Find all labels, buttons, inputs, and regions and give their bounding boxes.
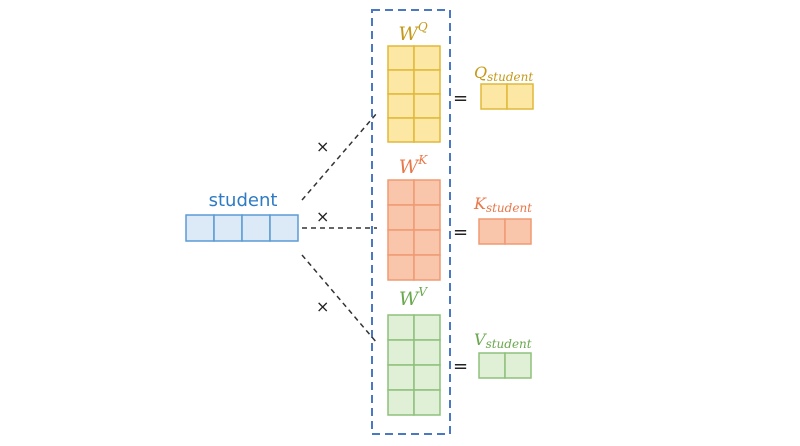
weight-matrix-k [387, 179, 441, 281]
equals-sign-k: = [453, 222, 468, 243]
equals-sign-q: = [453, 88, 468, 109]
weights-container-box [371, 9, 451, 435]
connector-q [301, 112, 378, 201]
output-vector-v [478, 352, 532, 379]
multiply-sign-q: × [316, 137, 329, 156]
multiply-sign-k: × [316, 207, 329, 226]
connector-v [301, 254, 378, 344]
equals-sign-v: = [453, 356, 468, 377]
weight-matrix-v [387, 314, 441, 416]
weight-matrix-q [387, 45, 441, 143]
output-label-k: Kstudent [473, 194, 532, 215]
input-cell [241, 214, 271, 242]
output-label-v: Vstudent [474, 330, 532, 351]
weight-label-v: WV [399, 285, 429, 310]
multiply-sign-v: × [316, 297, 329, 316]
output-vector-q [480, 83, 534, 110]
output-label-q: Qstudent [474, 63, 533, 84]
input-cell [213, 214, 243, 242]
output-vector-k [478, 218, 532, 245]
weight-label-k: WK [399, 153, 429, 178]
input-vector [185, 214, 299, 242]
weight-label-q: WQ [398, 20, 428, 45]
input-label: student [209, 190, 278, 211]
input-cell [185, 214, 215, 242]
input-cell [269, 214, 299, 242]
connectors [301, 112, 378, 344]
